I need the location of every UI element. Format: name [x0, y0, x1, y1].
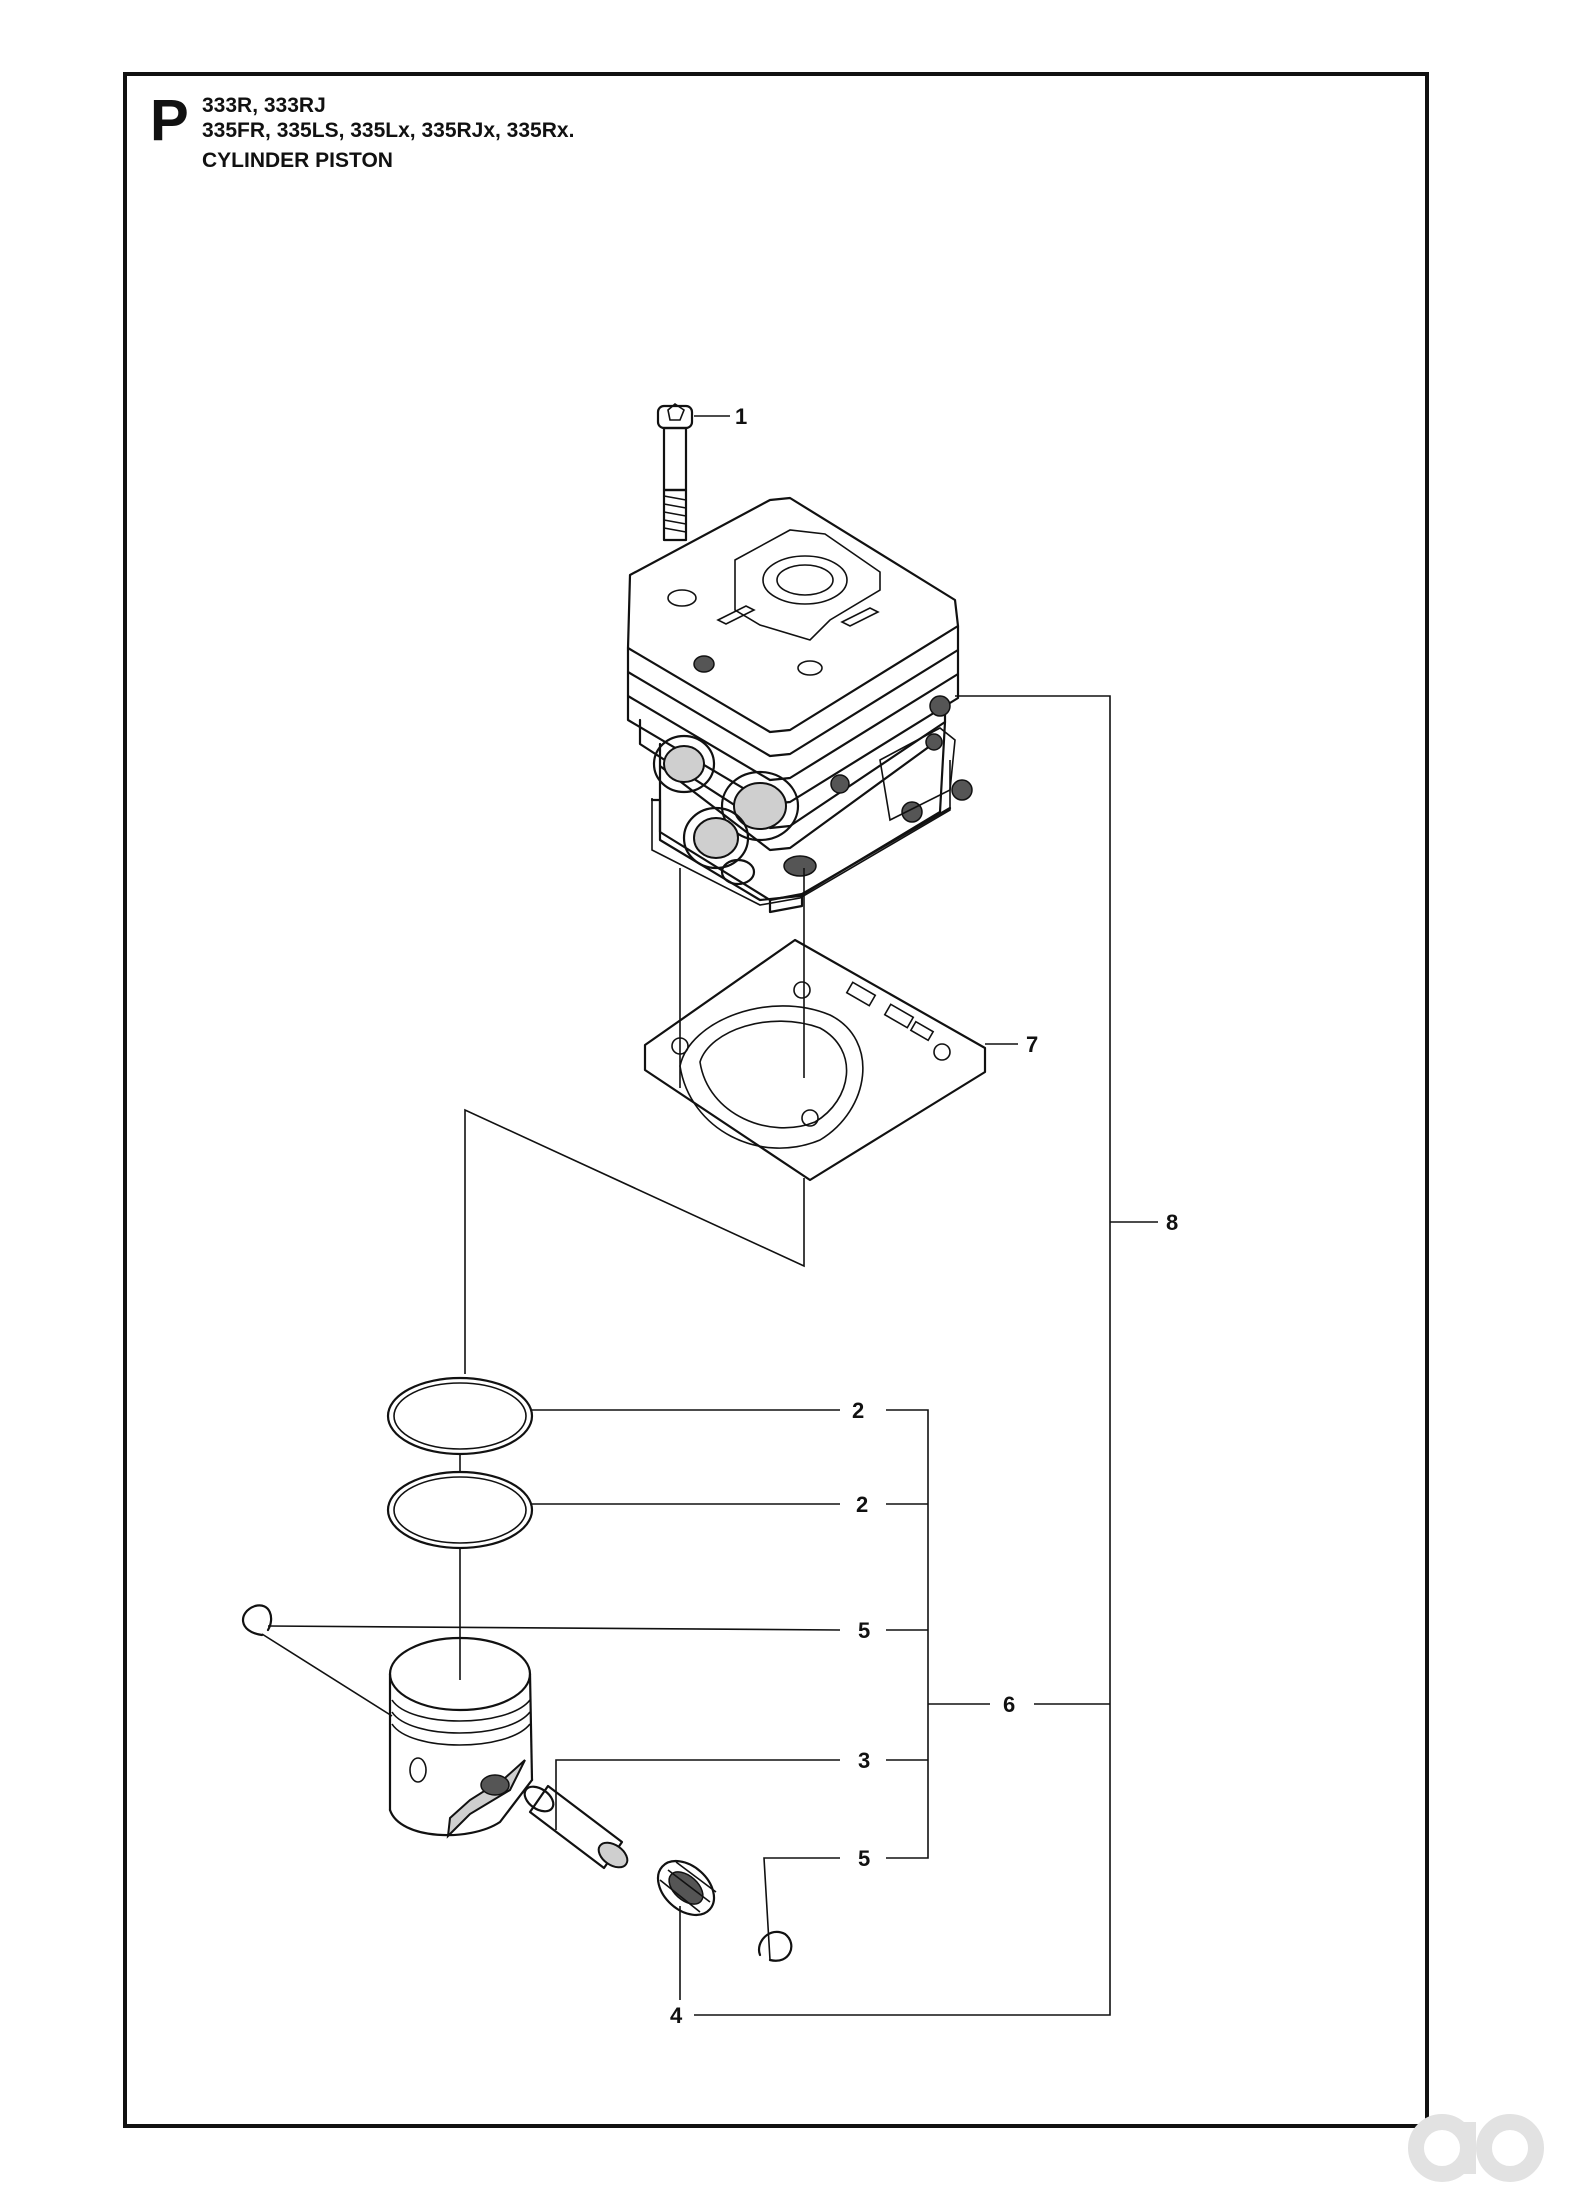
callout-3: 3: [858, 1748, 870, 1773]
needle-bearing-part: [656, 1859, 717, 1917]
piston-part: [388, 1636, 534, 1839]
callout-7: 7: [1026, 1032, 1038, 1057]
piston-pin-part: [523, 1784, 629, 1870]
models-line-1: 333R, 333RJ: [202, 94, 326, 117]
circlip-right-part: [757, 1930, 793, 1962]
gasket-part: [643, 938, 987, 1182]
piston-ring-upper-part: [386, 1376, 534, 1456]
callout-6: 6: [1003, 1692, 1015, 1717]
watermark-logo-icon: [1408, 2114, 1544, 2182]
leader-lines: [261, 415, 1158, 2016]
callout-5-upper: 5: [858, 1618, 870, 1643]
callout-5-lower: 5: [858, 1846, 870, 1871]
callout-2-upper: 2: [852, 1398, 864, 1423]
callout-1: 1: [735, 404, 747, 429]
callout-8: 8: [1166, 1210, 1178, 1235]
callout-4: 4: [670, 2003, 683, 2028]
callout-2-lower: 2: [856, 1492, 868, 1517]
section-letter: P: [150, 88, 189, 153]
cylinder-part: [626, 496, 973, 914]
piston-ring-lower-part: [386, 1470, 534, 1550]
page-title: CYLINDER PISTON: [202, 149, 393, 172]
screw-part: [656, 402, 694, 542]
models-line-2: 335FR, 335LS, 335Lx, 335RJx, 335Rx.: [202, 119, 575, 142]
circlip-left-part: [242, 1604, 273, 1637]
page-frame: [123, 72, 1429, 2128]
